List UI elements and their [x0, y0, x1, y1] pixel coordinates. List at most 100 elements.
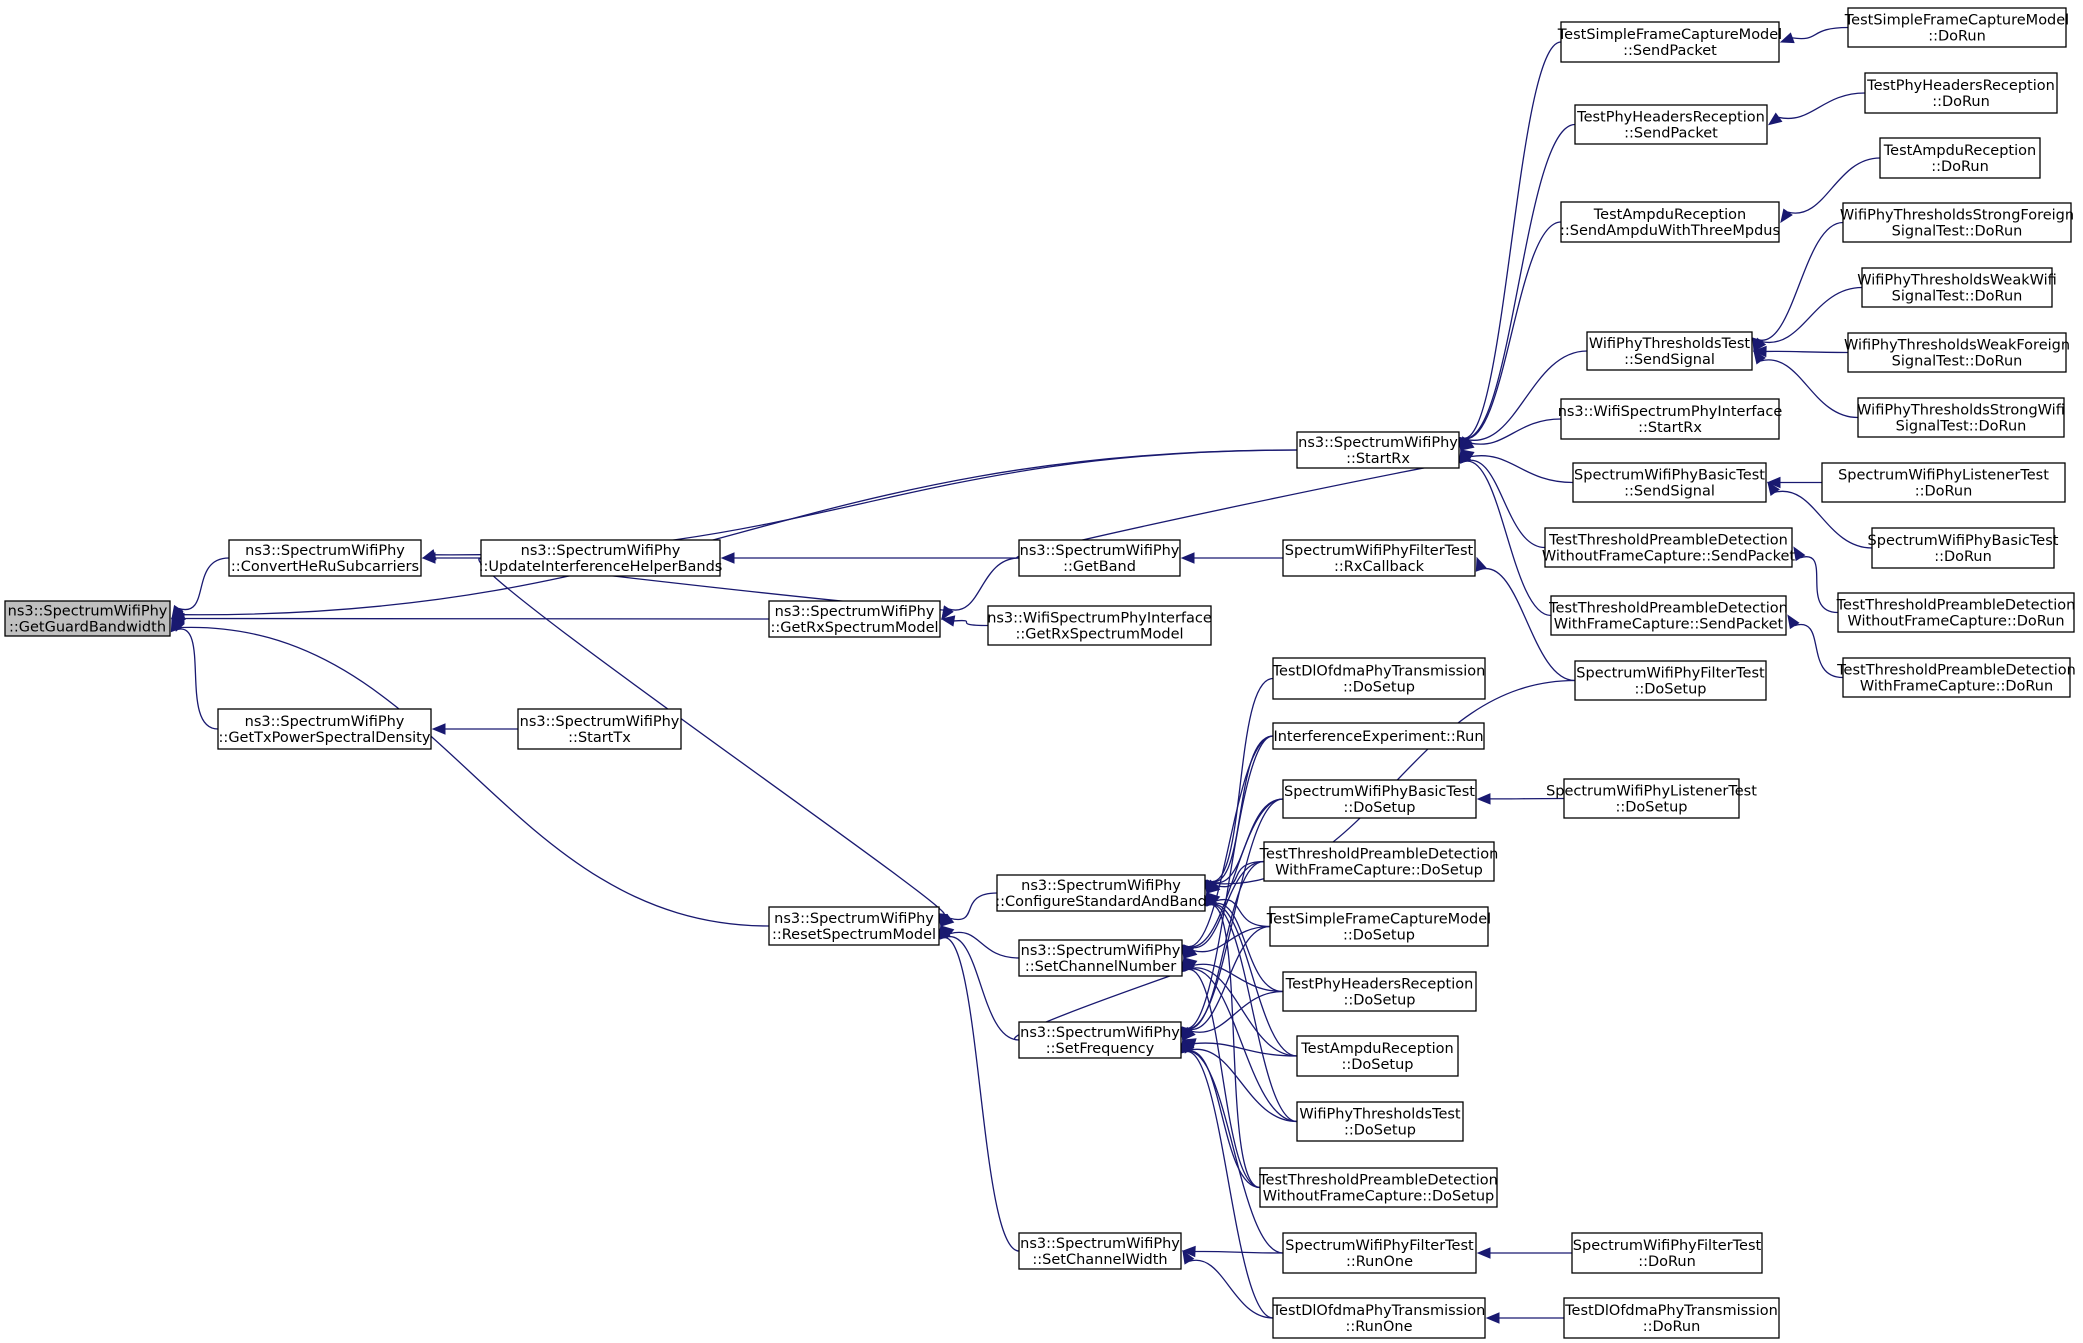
function-node[interactable]: TestThresholdPreambleDetectionWithoutFra…: [1542, 527, 1796, 568]
function-node[interactable]: ns3::SpectrumWifiPhy::StartRx: [1296, 431, 1460, 469]
node-label-line: WithFrameCapture::SendPacket: [1554, 617, 1784, 633]
arrowhead-icon: [1205, 880, 1221, 894]
function-node[interactable]: SpectrumWifiPhyFilterTest::DoSetup: [1574, 660, 1767, 701]
edge-line: [942, 937, 1020, 1252]
function-node[interactable]: ns3::WifiSpectrumPhyInterface::GetRxSpec…: [987, 605, 1212, 646]
arrowhead-icon: [1793, 546, 1806, 562]
function-node[interactable]: TestAmpduReception::DoSetup: [1296, 1035, 1459, 1077]
node-label-line: TestPhyHeadersReception: [1285, 977, 1474, 993]
call-edge-n41-to-n18: [1753, 349, 1859, 419]
node-box: [1560, 201, 1780, 243]
function-node[interactable]: WifiPhyThresholdsWeakWifiSignalTest::DoR…: [1857, 267, 2057, 308]
function-node[interactable]: TestThresholdPreambleDetectionWithoutFra…: [1258, 1167, 1498, 1208]
node-label-line: ::DoRun: [1643, 1319, 1701, 1335]
function-node[interactable]: SpectrumWifiPhyFilterTest::RunOne: [1282, 1232, 1477, 1274]
node-label-line: ::DoSetup: [1341, 1057, 1413, 1073]
function-node[interactable]: WifiPhyThresholdsTest::DoSetup: [1296, 1101, 1464, 1142]
node-label-line: SignalTest::DoRun: [1892, 224, 2023, 240]
node-box: [768, 906, 940, 946]
function-node[interactable]: TestThresholdPreambleDetectionWithFrameC…: [1259, 841, 1499, 882]
edge-line: [1216, 860, 1265, 888]
node-label-line: SpectrumWifiPhyBasicTest: [1574, 468, 1765, 484]
node-label-line: SpectrumWifiPhyFilterTest: [1285, 543, 1474, 559]
edge-line: [1792, 26, 1849, 40]
node-box: [1018, 539, 1181, 577]
function-node[interactable]: TestSimpleFrameCaptureModel::DoRun: [1844, 7, 2069, 48]
edge-line: [1800, 555, 1839, 614]
function-node[interactable]: TestDlOfdmaPhyTransmission::RunOne: [1272, 1297, 1486, 1339]
function-node[interactable]: SpectrumWifiPhyBasicTest::SendSignal: [1572, 462, 1767, 503]
call-edge-n34-to-n13: [1182, 1249, 1274, 1319]
function-node[interactable]: ns3::SpectrumWifiPhy::ConvertHeRuSubcarr…: [228, 539, 422, 577]
edge-line: [950, 931, 1020, 959]
edge-line: [1778, 92, 1866, 120]
edge-line: [1470, 454, 1574, 484]
function-node[interactable]: SpectrumWifiPhyFilterTest::DoRun: [1571, 1232, 1763, 1274]
function-node[interactable]: SpectrumWifiPhyListenerTest::DoSetup: [1546, 778, 1757, 819]
function-node[interactable]: ns3::SpectrumWifiPhy::SetChannelNumber: [1018, 939, 1183, 977]
function-node[interactable]: ns3::SpectrumWifiPhy::GetBand: [1018, 539, 1181, 577]
node-box: [1574, 104, 1768, 145]
function-node[interactable]: TestSimpleFrameCaptureModel::SendPacket: [1557, 21, 1782, 63]
function-node[interactable]: WifiPhyThresholdsStrongWifiSignalTest::D…: [1857, 397, 2065, 438]
function-node[interactable]: ns3::SpectrumWifiPhy::ResetSpectrumModel: [768, 906, 940, 946]
node-box: [1259, 1167, 1498, 1208]
node-label-line: ns3::WifiSpectrumPhyInterface: [1558, 404, 1783, 420]
edge-line: [1191, 990, 1284, 1033]
node-box: [1272, 1297, 1486, 1339]
function-node[interactable]: ns3::WifiSpectrumPhyInterface::StartRx: [1558, 398, 1783, 440]
function-node[interactable]: TestDlOfdmaPhyTransmission::DoRun: [1563, 1297, 1780, 1339]
node-label-line: ::DoSetup: [1615, 800, 1687, 816]
node-label-line: TestThresholdPreambleDetection: [1836, 598, 2076, 614]
function-node[interactable]: SpectrumWifiPhyListenerTest::DoRun: [1821, 462, 2066, 503]
arrowhead-icon: [1182, 1026, 1196, 1041]
function-node[interactable]: ns3::SpectrumWifiPhy::GetRxSpectrumModel: [768, 600, 941, 638]
function-node[interactable]: SpectrumWifiPhyFilterTest::RxCallback: [1282, 539, 1476, 577]
function-node[interactable]: TestThresholdPreambleDetectionWithFrameC…: [1836, 657, 2076, 698]
node-label-line: WithoutFrameCapture::DoSetup: [1263, 1189, 1495, 1205]
function-node[interactable]: TestSimpleFrameCaptureModel::DoSetup: [1266, 906, 1491, 947]
node-box: [1879, 137, 2041, 179]
function-node[interactable]: ns3::SpectrumWifiPhy::GetTxPowerSpectral…: [217, 708, 432, 750]
function-node[interactable]: ns3::SpectrumWifiPhy::StartTx: [517, 708, 682, 750]
function-node[interactable]: TestPhyHeadersReception::DoRun: [1864, 72, 2058, 114]
node-label-line: ::StartRx: [1346, 451, 1410, 467]
function-node[interactable]: WifiPhyThresholdsTest::SendSignal: [1586, 331, 1753, 371]
function-node[interactable]: TestThresholdPreambleDetectionWithoutFra…: [1836, 592, 2076, 633]
root-function-node[interactable]: ns3::SpectrumWifiPhy::GetGuardBandwidth: [4, 600, 171, 637]
function-node[interactable]: TestPhyHeadersReception::SendPacket: [1574, 104, 1768, 145]
node-label-line: ::DoRun: [1915, 484, 1973, 500]
node-box: [1572, 462, 1767, 503]
node-label-line: TestThresholdPreambleDetection: [1548, 533, 1788, 549]
node-box: [1847, 332, 2067, 373]
arrowhead-icon: [1459, 438, 1475, 451]
function-node[interactable]: ns3::SpectrumWifiPhy::UpdateInterference…: [479, 539, 723, 577]
node-label-line: ::GetGuardBandwidth: [9, 620, 166, 636]
edge-line: [1185, 1050, 1261, 1189]
call-edge-n43-to-n20: [1767, 481, 1873, 549]
function-node[interactable]: TestAmpduReception::DoRun: [1879, 137, 2041, 179]
function-node[interactable]: TestPhyHeadersReception::DoSetup: [1282, 971, 1477, 1012]
function-node[interactable]: InterferenceExperiment::Run: [1272, 722, 1485, 750]
node-label-line: ns3::SpectrumWifiPhy: [775, 604, 935, 620]
function-node[interactable]: SpectrumWifiPhyBasicTest::DoRun: [1868, 527, 2059, 569]
node-box: [1018, 1021, 1182, 1059]
call-edge-n25-to-n10: [1204, 735, 1274, 895]
node-box: [987, 605, 1212, 646]
function-node[interactable]: WifiPhyThresholdsStrongForeignSignalTest…: [1840, 202, 2074, 243]
edge-line: [434, 449, 1298, 556]
edge-line: [1189, 1048, 1298, 1123]
function-node[interactable]: ns3::SpectrumWifiPhy::SetFrequency: [1018, 1021, 1182, 1059]
function-node[interactable]: TestThresholdPreambleDetectionWithFrameC…: [1548, 595, 1788, 636]
edge-line: [1185, 969, 1261, 1189]
function-node[interactable]: SpectrumWifiPhyBasicTest::DoSetup: [1282, 779, 1477, 819]
edge-line: [1184, 1051, 1274, 1319]
edge-line: [1463, 460, 1552, 617]
node-label-line: ::DoSetup: [1343, 928, 1415, 944]
function-node[interactable]: TestAmpduReception::SendAmpduWithThreeMp…: [1560, 201, 1780, 243]
function-node[interactable]: WifiPhyThresholdsWeakForeignSignalTest::…: [1844, 332, 2070, 373]
function-node[interactable]: ns3::SpectrumWifiPhy::SetChannelWidth: [1018, 1232, 1182, 1270]
function-node[interactable]: ns3::SpectrumWifiPhy::ConfigureStandardA…: [995, 874, 1207, 912]
call-edge-n47-to-n33: [1476, 1247, 1573, 1259]
function-node[interactable]: TestDlOfdmaPhyTransmission::DoSetup: [1272, 657, 1486, 700]
